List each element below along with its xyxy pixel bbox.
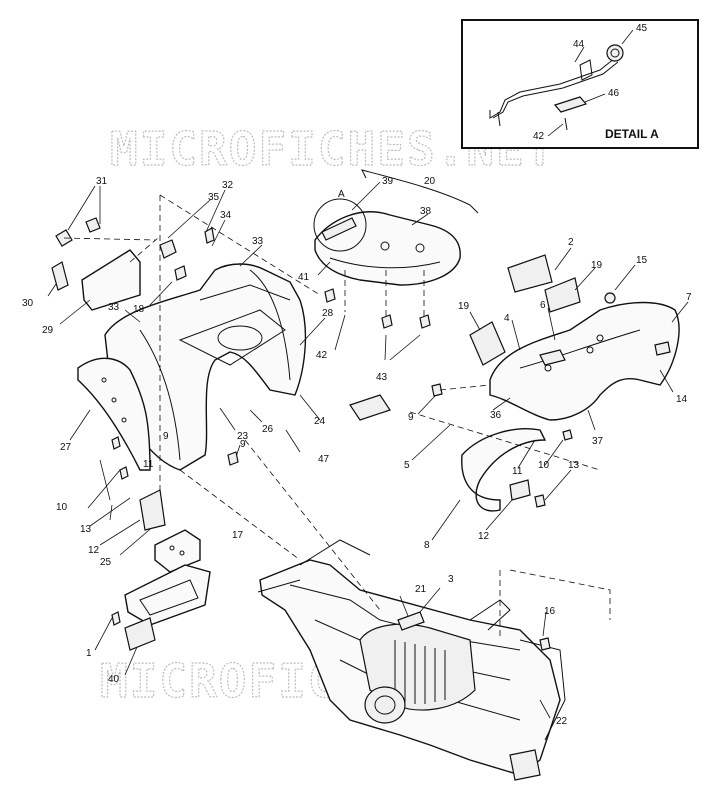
callout-17: 17: [232, 530, 244, 541]
callout-3: 3: [448, 574, 454, 585]
callout-12-left: 12: [88, 545, 100, 556]
callout-11-left: 11: [143, 459, 154, 470]
callout-1: 1: [86, 648, 92, 659]
callout-29: 29: [42, 325, 54, 336]
callout-37: 37: [592, 436, 604, 447]
callout-9-left-b: 9: [240, 439, 246, 450]
callout-A: A: [338, 189, 345, 200]
detail-callout-44: 44: [573, 39, 585, 50]
callout-34: 34: [220, 210, 232, 221]
callout-24: 24: [314, 416, 326, 427]
leaders-left: [69, 189, 326, 676]
callouts: 31 35 32 34 33 33 30 29 18 28 27 39 20 A…: [22, 176, 692, 727]
callout-18: 18: [133, 304, 145, 315]
callout-9-right: 9: [408, 412, 414, 423]
rear-fender-assembly: [77, 227, 307, 471]
callout-23: 23: [237, 431, 249, 442]
detail-callout-45: 45: [636, 23, 648, 34]
callout-41: 41: [298, 272, 310, 283]
callout-35: 35: [208, 192, 220, 203]
front-fender-assembly: [349, 247, 689, 541]
callout-36: 36: [490, 410, 502, 421]
left-small-parts: [47, 185, 159, 325]
detail-callout-42: 42: [533, 131, 545, 142]
detail-a-inset: 44 45 46 42 DETAIL A: [461, 19, 699, 149]
callout-13-right: 13: [568, 460, 580, 471]
callout-10-left: 10: [56, 502, 68, 513]
callout-21: 21: [415, 584, 427, 595]
callout-8: 8: [424, 540, 430, 551]
callout-26: 26: [262, 424, 274, 435]
callout-20: 20: [424, 176, 436, 187]
detail-callout-46: 46: [608, 88, 620, 99]
seat-assembly: [313, 169, 479, 361]
callout-33-upper: 33: [252, 236, 264, 247]
callout-11-right: 11: [512, 466, 523, 477]
callout-19-left: 19: [458, 301, 470, 312]
callout-33-lower: 33: [108, 302, 120, 313]
callout-5: 5: [404, 460, 410, 471]
callout-25: 25: [100, 557, 112, 568]
detail-title: DETAIL A: [605, 127, 659, 141]
callout-38: 38: [420, 206, 432, 217]
callout-10-right: 10: [538, 460, 550, 471]
callout-7: 7: [686, 292, 692, 303]
callout-16: 16: [544, 606, 556, 617]
callout-43: 43: [376, 372, 388, 383]
callout-27: 27: [60, 442, 72, 453]
callout-32: 32: [222, 180, 234, 191]
callout-12-right: 12: [478, 531, 490, 542]
callout-15: 15: [636, 255, 648, 266]
callout-22: 22: [556, 716, 568, 727]
callout-39: 39: [382, 176, 394, 187]
callout-40: 40: [108, 674, 120, 685]
callout-47: 47: [318, 454, 330, 465]
callout-6: 6: [540, 300, 546, 311]
callout-9-left-a: 9: [163, 431, 169, 442]
callout-13-left: 13: [80, 524, 92, 535]
callout-28: 28: [322, 308, 334, 319]
callout-42: 42: [316, 350, 328, 361]
callout-31: 31: [96, 176, 108, 187]
frame-engine: [159, 194, 611, 781]
callout-2: 2: [568, 237, 574, 248]
callout-19-right: 19: [591, 260, 603, 271]
callout-4: 4: [504, 313, 510, 324]
left-hardware: [111, 436, 239, 651]
callout-14: 14: [676, 394, 688, 405]
callout-30: 30: [22, 298, 34, 309]
